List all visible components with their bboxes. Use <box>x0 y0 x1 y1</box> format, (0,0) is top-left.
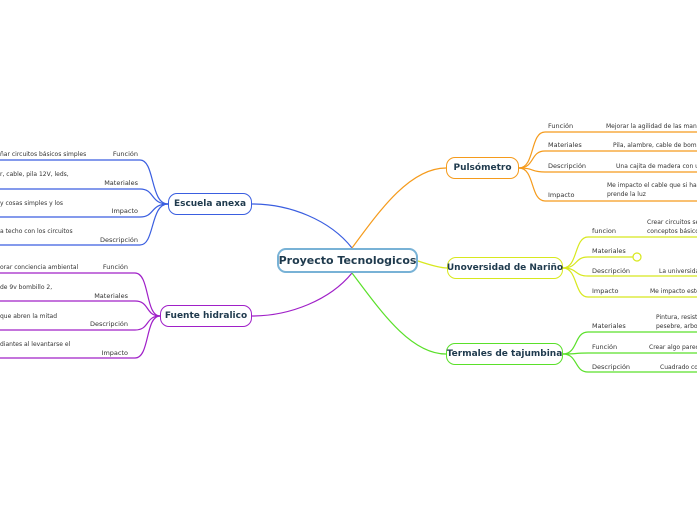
fuente-item-text[interactable]: orar conciencia ambiental <box>0 264 79 271</box>
pulsometro-item-label[interactable]: Materiales <box>548 141 582 149</box>
pulsometro-item-text[interactable]: prende la luz <box>607 191 646 198</box>
pulsometro-item-text[interactable]: Una cajita de madera con un <box>616 163 697 170</box>
escuela-item-label[interactable]: Materiales <box>104 179 138 187</box>
topic-universidad-narino[interactable]: Unoversidad de Nariño <box>447 257 563 279</box>
escuela-item-label[interactable]: Impacto <box>111 207 138 215</box>
link-central-universidad <box>417 260 448 269</box>
termales-item-text[interactable]: Pintura, resiste <box>656 314 697 321</box>
escuela-item-text[interactable]: y cosas simples y los <box>0 200 64 207</box>
link-central-escuela <box>251 203 353 249</box>
link-central-termales <box>351 272 447 355</box>
pulsometro-item-text[interactable]: Mejorar la agilidad de las manos <box>606 123 697 130</box>
fuente-item-text[interactable]: de 9v bombillo 2, <box>0 284 53 291</box>
central-topic[interactable]: Proyecto Tecnologicos <box>277 248 418 273</box>
topic-fuente-hidralico[interactable]: Fuente hidralico <box>160 305 252 327</box>
termales-item-label[interactable]: Función <box>592 343 618 351</box>
termales-item-label[interactable]: Materiales <box>592 322 626 330</box>
escuela-item-text[interactable]: a techo con los circuitos <box>0 228 73 235</box>
pulsometro-item-label[interactable]: Impacto <box>548 191 575 199</box>
universidad-item-label[interactable]: Materiales <box>592 247 626 255</box>
pulsometro-item-text[interactable]: Pila, alambre, cable de bombill <box>613 142 697 149</box>
escuela-item-text[interactable]: ñar circuitos básicos simples <box>0 151 87 158</box>
escuela-item-label[interactable]: Función <box>112 150 138 158</box>
escuela-item-label[interactable]: Descripción <box>99 236 138 244</box>
fuente-item-text[interactable]: diantes al levantarse el <box>0 341 71 348</box>
fuente-item-text[interactable]: que abren la mitad <box>0 313 58 320</box>
termales-item-text[interactable]: Crear algo parec <box>649 344 697 351</box>
fuente-item-label[interactable]: Materiales <box>94 292 128 300</box>
termales-item-text[interactable]: Cuadrado con <box>660 364 697 371</box>
universidad-item-text[interactable]: La universida <box>659 268 697 275</box>
universidad-item-text[interactable]: Me impacto este <box>650 288 697 295</box>
topic-pulsometro[interactable]: Pulsómetro <box>446 157 519 179</box>
fuente-item-label[interactable]: Impacto <box>101 349 128 357</box>
pulsometro-item-text[interactable]: Me impacto el cable que si hace <box>607 182 697 189</box>
universidad-item-label[interactable]: Descripción <box>592 267 631 275</box>
escuela-item-text[interactable]: r, cable, pila 12V, leds, <box>0 171 69 178</box>
termales-item-text[interactable]: pesebre, arbol <box>656 323 697 330</box>
topic-escuela-anexa[interactable]: Escuela anexa <box>168 193 252 215</box>
termales-item-label[interactable]: Descripción <box>592 363 631 371</box>
universidad-item-label[interactable]: Impacto <box>592 287 619 295</box>
universidad-item-text[interactable]: conceptos básicos <box>647 228 697 235</box>
link-central-fuente <box>251 272 353 317</box>
fuente-item-label[interactable]: Descripción <box>89 320 128 328</box>
topic-termales-tajumbina[interactable]: Termales de tajumbina <box>446 343 563 365</box>
fuente-item-label[interactable]: Función <box>102 263 128 271</box>
universidad-item-text[interactable]: Crear circuitos ser <box>647 219 697 226</box>
link-central-pulsometro <box>351 167 447 249</box>
pulsometro-item-label[interactable]: Descripción <box>548 162 587 170</box>
universidad-item-label[interactable]: funcion <box>592 227 617 235</box>
pulsometro-item-label[interactable]: Función <box>548 122 574 130</box>
